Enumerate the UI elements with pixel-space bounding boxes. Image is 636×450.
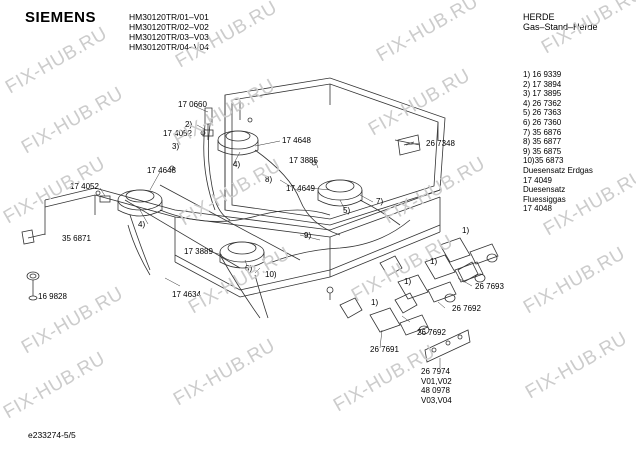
gas-taps — [339, 237, 499, 336]
callout-1-c: 1) — [404, 277, 412, 286]
model-number: HM30120TR/03–V03 — [129, 32, 209, 42]
gas-pipes — [129, 124, 421, 319]
callout-26-7691: 26 7691 — [370, 345, 399, 354]
bracket-26-7348 — [397, 134, 421, 156]
callout-9: 9) — [304, 231, 312, 240]
callout-1-b: 1) — [430, 257, 438, 266]
callout-10: 10) — [265, 270, 277, 279]
control-knobs — [418, 253, 498, 335]
callout-35-6871: 35 6871 — [62, 234, 91, 243]
callout-26-7693: 26 7693 — [475, 282, 504, 291]
callout-17-4052-a: 17 4052 — [163, 129, 192, 138]
parts-list-item: 2) 17 3894 — [523, 79, 562, 89]
callout-48-0978: 48 0978 — [421, 386, 450, 395]
callout-17-4648-a: 17 4648 — [282, 136, 311, 145]
parts-list-item: 9) 35 6875 — [523, 146, 562, 156]
callout-26-7348: 26 7348 — [426, 139, 455, 148]
callout-26-7692-a: 26 7692 — [452, 304, 481, 313]
nut-16-9828 — [26, 271, 40, 301]
leader-lines — [99, 105, 473, 368]
parts-list-item: 10)35 6873 — [523, 156, 564, 166]
category-block: HERDE Gas–Stand–Herde — [523, 12, 598, 32]
callout-17-0660: 17 0660 — [178, 100, 207, 109]
parts-list-item: Duesensatz Erdgas — [523, 165, 593, 175]
document-reference: e233274-5/5 — [28, 430, 76, 440]
parts-list: 1) 16 9339 2) 17 3894 3) 17 3895 4) 26 7… — [523, 70, 593, 214]
category-subtitle: Gas–Stand–Herde — [523, 22, 598, 32]
model-number: HM30120TR/02–V02 — [129, 22, 209, 32]
callout-v03-v04: V03,V04 — [421, 396, 452, 405]
callout-17-4648-b: 17 4648 — [147, 166, 176, 175]
callout-17-3889: 17 3889 — [184, 247, 213, 256]
parts-list-item: Fluessiggas — [523, 194, 566, 204]
callout-17-4649: 17 4649 — [286, 184, 315, 193]
burner-rear-left — [217, 130, 259, 156]
parts-list-item: 17 4048 — [523, 204, 552, 214]
callout-1-d: 1) — [371, 298, 379, 307]
electrode-17-0660 — [204, 107, 213, 140]
ignition-leads — [127, 124, 261, 319]
burner-front-right — [219, 241, 265, 269]
screws — [95, 117, 334, 300]
parts-list-item: 7) 35 6876 — [523, 127, 562, 137]
callout-5: 5) — [343, 206, 351, 215]
callout-6: 6) — [245, 264, 253, 273]
callout-17-4634: 17 4634 — [172, 290, 201, 299]
parts-list-item: 5) 26 7363 — [523, 108, 562, 118]
burner-rear-right — [317, 179, 363, 207]
callout-3: 3) — [172, 142, 180, 151]
callout-4-a: 4) — [233, 160, 241, 169]
parts-list-item: 6) 26 7360 — [523, 117, 562, 127]
category-title: HERDE — [523, 12, 555, 22]
callout-8: 8) — [265, 175, 273, 184]
model-number: HM30120TR/04–V04 — [129, 42, 209, 52]
callout-1-a: 1) — [462, 226, 470, 235]
parts-list-item: Duesensatz — [523, 185, 566, 195]
model-list: HM30120TR/01–V01 HM30120TR/02–V02 HM3012… — [129, 12, 209, 52]
callout-7: 7) — [376, 197, 384, 206]
callout-16-9828: 16 9828 — [38, 292, 67, 301]
callout-4-b: 4) — [138, 220, 146, 229]
parts-list-item: 4) 26 7362 — [523, 98, 562, 108]
brand-logo: SIEMENS — [25, 9, 97, 26]
callout-26-7692-b: 26 7692 — [417, 328, 446, 337]
callout-v01-v02: V01,V02 — [421, 377, 452, 386]
model-number: HM30120TR/01–V01 — [129, 12, 209, 22]
parts-list-item: 17 4049 — [523, 175, 552, 185]
parts-list-item: 3) 17 3895 — [523, 89, 562, 99]
callout-17-3885: 17 3885 — [289, 156, 318, 165]
callout-2: 2) — [185, 120, 193, 129]
parts-list-item: 8) 35 6877 — [523, 137, 562, 147]
nipple-35-6871 — [21, 229, 46, 245]
mounting-plate-26-7974 — [424, 329, 471, 363]
parts-list-item: 1) 16 9339 — [523, 70, 562, 79]
callout-26-7974: 26 7974 — [421, 367, 450, 376]
callout-17-4052-b: 17 4052 — [70, 182, 99, 191]
